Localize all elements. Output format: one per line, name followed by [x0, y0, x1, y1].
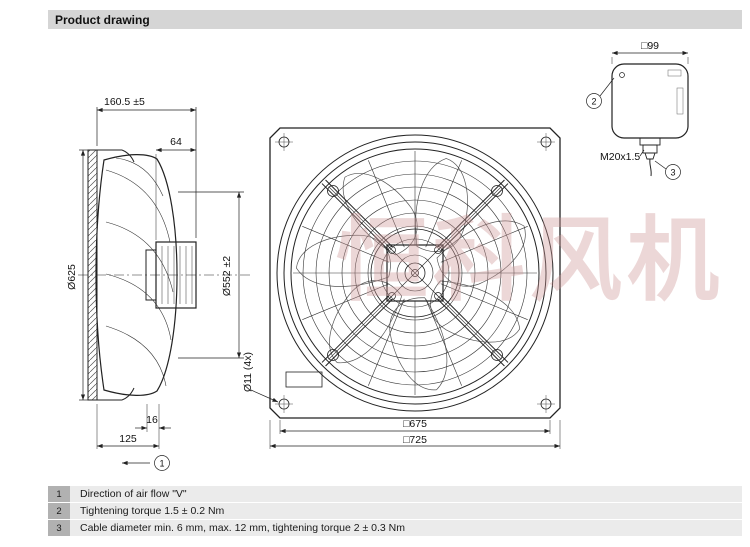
side-view: 160.5 ±5 64 Ø625 Ø552 ±2 16 125 1 — [66, 96, 252, 471]
callout-2-circle — [586, 93, 602, 109]
page-title: Product drawing — [55, 12, 150, 27]
front-view-dimensions — [250, 389, 561, 449]
legend-row-text: Cable diameter min. 6 mm, max. 12 mm, ti… — [70, 520, 742, 536]
legend-row-text: Direction of air flow "V" — [70, 486, 742, 502]
motor-mount — [386, 244, 444, 302]
dim-motor-length-label: 64 — [170, 136, 182, 148]
mounting-plate — [269, 127, 561, 419]
legend-row: 1 Direction of air flow "V" — [48, 486, 742, 502]
dim-box-label: □99 — [641, 40, 659, 52]
callout-3-number: 3 — [670, 168, 675, 178]
dim-bolt-square-label: □675 — [403, 418, 427, 430]
legend-table: 1 Direction of air flow "V" 2 Tightening… — [48, 486, 742, 537]
callout-1-number: 1 — [159, 459, 164, 469]
dim-flange-label: 16 — [146, 414, 158, 426]
dim-plate-square-label: □725 — [403, 434, 427, 446]
legend-row-text: Tightening torque 1.5 ± 0.2 Nm — [70, 503, 742, 519]
venturi-top — [97, 149, 135, 163]
guard-clips — [327, 185, 503, 361]
dim-ring-depth-label: 125 — [119, 433, 137, 445]
legend-row-number: 3 — [48, 520, 70, 536]
nameplate — [285, 371, 323, 388]
dim-fan-diameter-label: Ø625 — [66, 264, 78, 290]
terminal-box-dimensions — [586, 50, 689, 180]
lid-screw — [619, 72, 625, 78]
venturi-bottom — [97, 387, 135, 401]
cable-gland — [639, 137, 661, 177]
legend-row-number: 1 — [48, 486, 70, 502]
dim-depth-label: 160.5 ±5 — [104, 96, 145, 108]
dim-holes-label: Ø11 (4x) — [242, 352, 254, 392]
callout-1-circle — [154, 455, 170, 471]
terminal-box-marking — [676, 87, 684, 115]
legend-row: 2 Tightening torque 1.5 ± 0.2 Nm — [48, 503, 742, 519]
legend-row-number: 2 — [48, 503, 70, 519]
logo-mark — [667, 69, 682, 77]
side-view-dimensions — [79, 107, 244, 471]
callout-3-circle — [665, 164, 681, 180]
motor-ribs — [161, 246, 193, 304]
impeller-envelope — [95, 154, 178, 396]
legend-row: 3 Cable diameter min. 6 mm, max. 12 mm, … — [48, 520, 742, 536]
gland-thread-label: M20x1.5 — [600, 151, 640, 163]
terminal-box-view: □99 M20x1.5 2 3 — [586, 40, 689, 180]
front-view: □675 □725 Ø11 (4x) — [242, 127, 561, 449]
dim-venturi-diameter-label: Ø552 ±2 — [221, 256, 233, 296]
corner-holes — [275, 133, 555, 413]
impeller-blades — [105, 157, 174, 387]
terminal-box — [611, 63, 689, 139]
section-header: Product drawing — [48, 10, 742, 29]
callout-2-number: 2 — [591, 97, 596, 107]
motor-body — [155, 241, 197, 309]
wall-plate-section — [87, 149, 98, 401]
